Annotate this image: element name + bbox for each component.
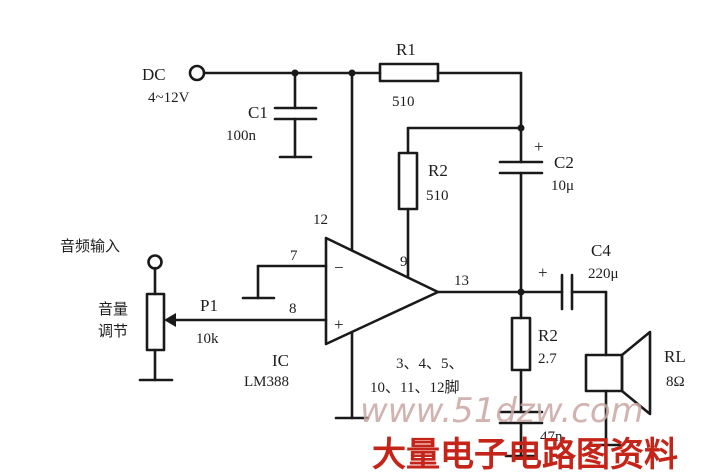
audio-input-terminal: [147, 254, 163, 296]
pin7-wire: [241, 264, 328, 300]
pin12-label: 12: [313, 212, 328, 228]
resistor-r2-top: [397, 151, 419, 211]
volume-label-line1: 音量: [98, 300, 128, 318]
ic-part-number: LM388: [244, 374, 289, 390]
potentiometer-wiper-arrow: [164, 313, 176, 327]
c2-value: 10μ: [551, 178, 574, 194]
watermark-url: www.51dzw.com: [360, 391, 644, 431]
ic-ground-wire: [334, 330, 370, 420]
capacitor-c1: [273, 71, 318, 159]
c4-value: 220μ: [588, 266, 619, 282]
r2-top-name: R2: [428, 161, 448, 180]
capacitor-c3: [498, 410, 544, 458]
opamp-plus-sign: +: [334, 315, 344, 334]
ic-label: IC: [272, 351, 289, 370]
capacitor-c4: [560, 273, 608, 357]
c4-polarity: +: [538, 263, 548, 282]
brand-banner: 大量电子电路图资料: [372, 435, 678, 473]
c4-name: C4: [591, 241, 611, 260]
p1-name: P1: [200, 296, 218, 315]
dc-label: DC: [142, 65, 166, 84]
pin7-label: 7: [290, 248, 298, 264]
p1-value: 10k: [196, 331, 219, 347]
potentiometer-ground: [138, 348, 174, 382]
opamp-lm388: [324, 236, 440, 346]
rl-value: 8Ω: [666, 374, 685, 390]
c2-polarity: +: [534, 137, 544, 156]
pin13-label: 13: [454, 273, 469, 289]
pin9-label: 9: [400, 254, 408, 270]
r2-top-wiring: [406, 126, 523, 278]
opamp-minus-sign: −: [334, 258, 344, 277]
c1-value: 100n: [226, 128, 257, 144]
c1-name: C1: [248, 103, 268, 122]
speaker-rl: [584, 330, 652, 447]
audio-input-label: 音频输入: [60, 237, 120, 255]
r1-value: 510: [392, 94, 415, 110]
r1-name: R1: [396, 40, 416, 59]
rl-name: RL: [664, 347, 686, 366]
r2-output-name: R2: [538, 326, 558, 345]
dc-terminal: [188, 64, 206, 82]
dc-voltage-label: 4~12V: [148, 90, 190, 106]
ground-pins-note-line1: 3、4、5、: [396, 356, 464, 372]
potentiometer-p1: [145, 292, 166, 352]
capacitor-c2: [498, 126, 544, 294]
ground-pins-note-line2: 10、11、12脚: [370, 379, 459, 396]
resistor-r1: [378, 62, 440, 83]
r2-top-value: 510: [426, 188, 449, 204]
resistor-r2-output: [510, 316, 532, 372]
c3-value: 47n: [540, 429, 563, 445]
pin8-label: 8: [289, 301, 297, 317]
volume-label-line2: 调节: [98, 322, 128, 340]
c2-name: C2: [554, 153, 574, 172]
r2-output-value: 2.7: [538, 351, 557, 367]
